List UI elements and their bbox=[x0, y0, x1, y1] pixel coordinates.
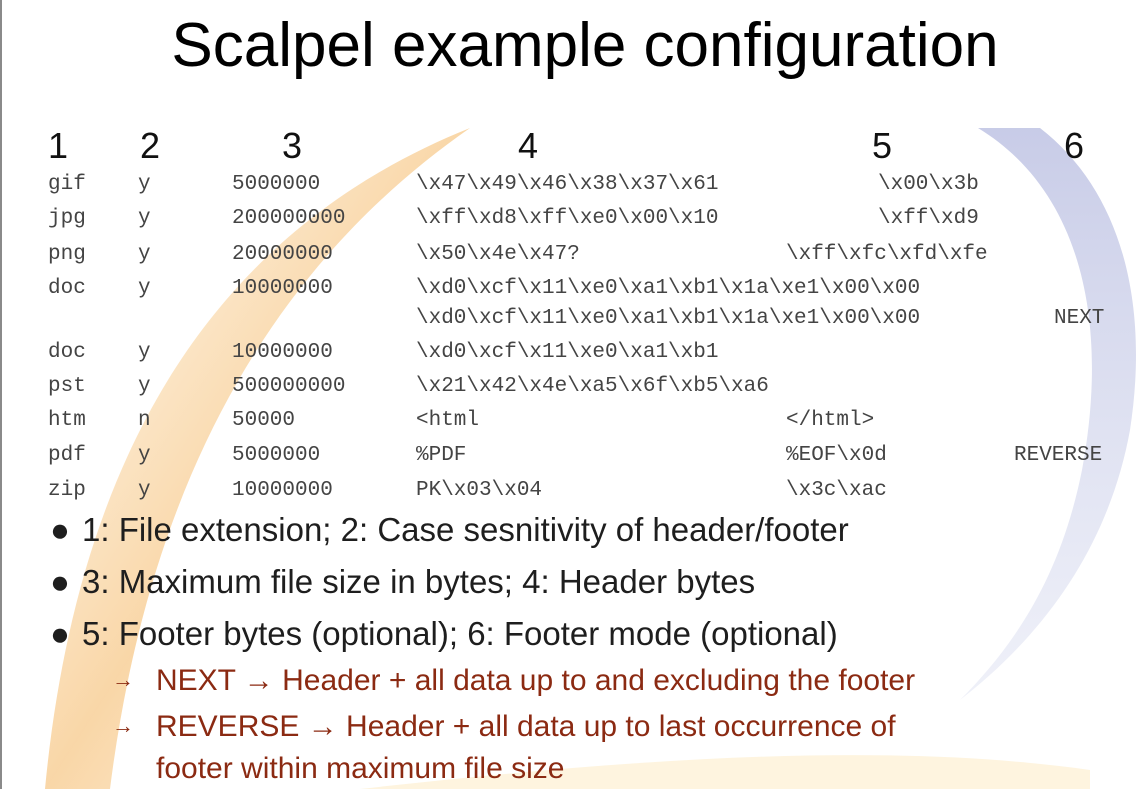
arrow-right-icon: → bbox=[112, 713, 134, 738]
case-cell: y bbox=[138, 375, 151, 398]
header-bytes-cell: \xff\xd8\xff\xe0\x00\x10 bbox=[416, 207, 719, 230]
footer-mode-cell: REVERSE bbox=[1014, 444, 1103, 467]
footer-bytes-cell: \x00\x3b bbox=[878, 173, 979, 196]
orange-swoosh bbox=[45, 128, 470, 789]
max-size-cell: 5000000 bbox=[232, 444, 321, 467]
sub-bullet-item: → REVERSE → Header + all data up to last … bbox=[112, 708, 896, 745]
header-bytes-cell: PK\x03\x04 bbox=[416, 479, 543, 502]
case-cell: n bbox=[138, 409, 151, 432]
bullet-dot-icon: ● bbox=[50, 511, 70, 548]
footer-bytes-cell: \x3c\xac bbox=[786, 479, 887, 502]
max-size-cell: 10000000 bbox=[232, 277, 333, 300]
footer-mode-cell: NEXT bbox=[1054, 307, 1105, 330]
table-row: htm n 50000 <html </html> bbox=[0, 406, 1145, 436]
bullet-text: 1: File extension; 2: Case sesnitivity o… bbox=[82, 511, 849, 548]
table-row: pdf y 5000000 %PDF %EOF\x0d REVERSE bbox=[0, 441, 1145, 471]
max-size-cell: 50000 bbox=[232, 409, 296, 432]
bullet-item: ● 5: Footer bytes (optional); 6: Footer m… bbox=[50, 614, 838, 654]
blue-swoosh bbox=[960, 128, 1136, 700]
bullet-dot-icon: ● bbox=[50, 615, 70, 652]
extension-cell: htm bbox=[48, 409, 86, 432]
case-cell: y bbox=[138, 173, 151, 196]
extension-cell: pst bbox=[48, 375, 86, 398]
yellow-swoosh-bottom bbox=[360, 755, 1090, 789]
bullet-item: ● 3: Maximum file size in bytes; 4: Heade… bbox=[50, 562, 755, 602]
sub-bullet-continuation: footer within maximum file size bbox=[156, 752, 565, 785]
case-cell: y bbox=[138, 277, 151, 300]
header-bytes-cell: \x47\x49\x46\x38\x37\x61 bbox=[416, 173, 719, 196]
table-row: png y 20000000 \x50\x4e\x47? \xff\xfc\xf… bbox=[0, 240, 1145, 270]
case-cell: y bbox=[138, 243, 151, 266]
extension-cell: doc bbox=[48, 341, 86, 364]
max-size-cell: 5000000 bbox=[232, 173, 321, 196]
max-size-cell: 500000000 bbox=[232, 375, 346, 398]
footer-bytes-cell: \xff\xd9 bbox=[878, 207, 979, 230]
extension-cell: gif bbox=[48, 173, 86, 196]
footer-bytes-cell: \xd0\xcf\x11\xe0\xa1\xb1\x1a\xe1\x00\x00 bbox=[416, 307, 921, 330]
arrow-right-icon: → bbox=[112, 667, 134, 692]
table-row: gif y 5000000 \x47\x49\x46\x38\x37\x61 \… bbox=[0, 170, 1145, 200]
table-row: pst y 500000000 \x21\x42\x4e\xa5\x6f\xb5… bbox=[0, 372, 1145, 402]
bullet-dot-icon: ● bbox=[50, 563, 70, 600]
extension-cell: doc bbox=[48, 277, 86, 300]
header-bytes-cell: \x21\x42\x4e\xa5\x6f\xb5\xa6 bbox=[416, 375, 769, 398]
column-header-1: 1 bbox=[48, 125, 69, 166]
max-size-cell: 20000000 bbox=[232, 243, 333, 266]
header-bytes-cell: \xd0\xcf\x11\xe0\xa1\xb1\x1a\xe1\x00\x00 bbox=[416, 277, 921, 300]
footer-bytes-cell: </html> bbox=[786, 409, 875, 432]
left-border bbox=[0, 0, 2, 789]
extension-cell: png bbox=[48, 243, 86, 266]
case-cell: y bbox=[138, 207, 151, 230]
sub-bullet-text: NEXT → Header + all data up to and exclu… bbox=[156, 664, 916, 697]
header-bytes-cell: <html bbox=[416, 409, 480, 432]
extension-cell: zip bbox=[48, 479, 86, 502]
table-row: zip y 10000000 PK\x03\x04 \x3c\xac bbox=[0, 476, 1145, 506]
column-header-3: 3 bbox=[282, 125, 303, 166]
max-size-cell: 10000000 bbox=[232, 341, 333, 364]
header-bytes-cell: %PDF bbox=[416, 444, 467, 467]
bullet-item: ● 1: File extension; 2: Case sesnitivity … bbox=[50, 510, 849, 550]
table-row: jpg y 200000000 \xff\xd8\xff\xe0\x00\x10… bbox=[0, 204, 1145, 234]
table-row-continuation: \xd0\xcf\x11\xe0\xa1\xb1\x1a\xe1\x00\x00… bbox=[0, 304, 1145, 334]
column-header-4: 4 bbox=[518, 125, 539, 166]
footer-bytes-cell: %EOF\x0d bbox=[786, 444, 887, 467]
column-header-6: 6 bbox=[1064, 125, 1085, 166]
case-cell: y bbox=[138, 444, 151, 467]
header-bytes-cell: \xd0\xcf\x11\xe0\xa1\xb1 bbox=[416, 341, 719, 364]
sub-bullet-text: REVERSE → Header + all data up to last o… bbox=[156, 710, 896, 743]
case-cell: y bbox=[138, 341, 151, 364]
sub-bullet-item: → NEXT → Header + all data up to and excl… bbox=[112, 662, 915, 699]
case-cell: y bbox=[138, 479, 151, 502]
max-size-cell: 10000000 bbox=[232, 479, 333, 502]
extension-cell: jpg bbox=[48, 207, 86, 230]
max-size-cell: 200000000 bbox=[232, 207, 346, 230]
table-row: doc y 10000000 \xd0\xcf\x11\xe0\xa1\xb1 bbox=[0, 338, 1145, 368]
footer-bytes-cell: \xff\xfc\xfd\xfe bbox=[786, 243, 988, 266]
extension-cell: pdf bbox=[48, 444, 86, 467]
bullet-text: 3: Maximum file size in bytes; 4: Header… bbox=[82, 563, 756, 600]
bullet-text: 5: Footer bytes (optional); 6: Footer mo… bbox=[82, 615, 838, 652]
header-bytes-cell: \x50\x4e\x47? bbox=[416, 243, 580, 266]
table-row: doc y 10000000 \xd0\xcf\x11\xe0\xa1\xb1\… bbox=[0, 274, 1145, 304]
slide-title: Scalpel example configuration bbox=[171, 11, 999, 80]
column-header-5: 5 bbox=[872, 125, 893, 166]
column-header-2: 2 bbox=[140, 125, 161, 166]
